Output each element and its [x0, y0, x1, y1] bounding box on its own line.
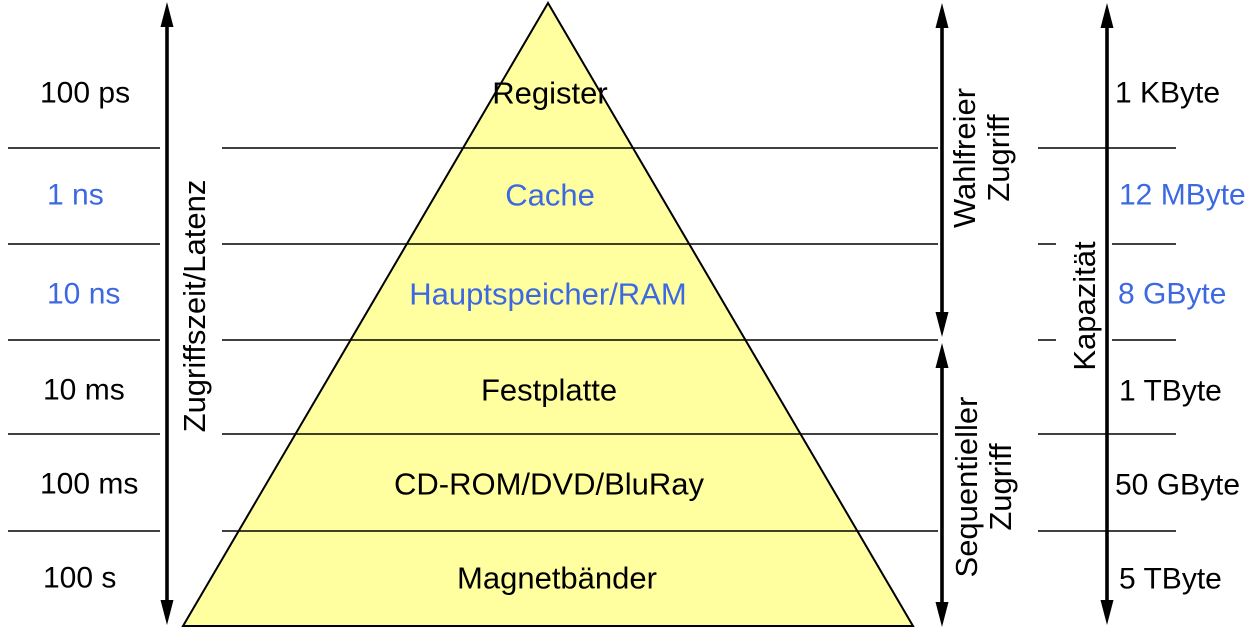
latency-value-cache: 1 ns: [47, 178, 104, 212]
sequential-access-label: Sequentieller Zugriff: [949, 396, 1018, 578]
latency-value-tape: 100 s: [43, 561, 117, 595]
level-name-ram: Hauptspeicher/RAM: [409, 276, 687, 312]
capacity-value-ram: 8 GByte: [1118, 277, 1227, 311]
random-access-label-line1: Wahlfreier: [947, 87, 982, 229]
capacity-value-register: 1 KByte: [1115, 76, 1221, 110]
level-separator-lines: [8, 147, 1176, 532]
latency-value-register: 100 ps: [40, 76, 131, 110]
level-name-tape: Magnetbänder: [457, 560, 657, 596]
latency-axis-label: Zugriffszeit/Latenz: [177, 179, 212, 433]
capacity-axis-arrow: [1100, 3, 1114, 625]
pyramid-shape: [181, 1, 915, 627]
sequential-access-label-line2: Zugriff: [983, 443, 1018, 531]
random-access-label-line2: Zugriff: [981, 114, 1016, 202]
sequential-access-label-line1: Sequentieller: [949, 396, 984, 578]
level-name-festplatte: Festplatte: [480, 372, 618, 408]
sequential-access-arrow: [935, 343, 949, 627]
random-access-arrow: [935, 3, 949, 337]
capacity-value-festplatte: 1 TByte: [1119, 374, 1222, 408]
random-access-label: Wahlfreier Zugriff: [947, 87, 1016, 229]
latency-value-ram: 10 ns: [47, 277, 121, 311]
latency-axis-arrow: [160, 2, 174, 625]
capacity-value-tape: 5 TByte: [1119, 562, 1222, 596]
level-name-register: Register: [492, 75, 608, 111]
capacity-value-cache: 12 MByte: [1119, 178, 1246, 212]
latency-value-festplatte: 10 ms: [43, 373, 125, 407]
level-name-cache: Cache: [505, 177, 595, 213]
latency-value-optical: 100 ms: [40, 467, 139, 501]
capacity-axis-label: Kapazität: [1067, 241, 1102, 371]
level-name-optical: CD-ROM/DVD/BluRay: [393, 466, 705, 502]
capacity-value-optical: 50 GByte: [1115, 468, 1241, 502]
